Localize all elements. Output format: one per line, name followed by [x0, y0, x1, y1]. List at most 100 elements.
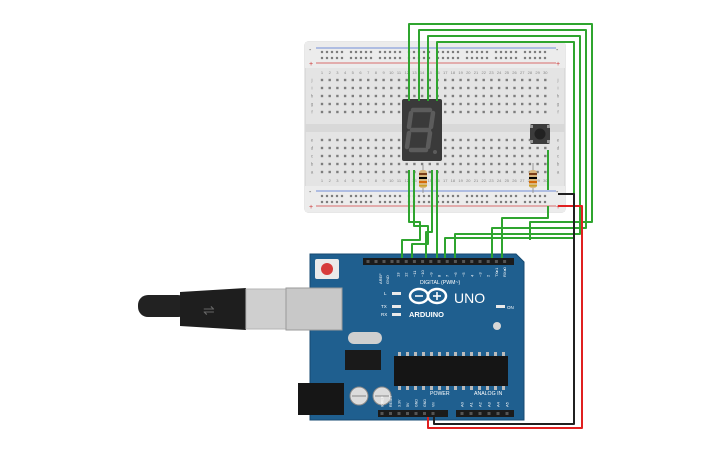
breadboard-hole[interactable]	[359, 146, 362, 150]
breadboard-hole[interactable]	[374, 78, 378, 82]
breadboard-hole[interactable]	[459, 102, 462, 106]
breadboard-hole[interactable]	[444, 154, 447, 158]
analog-pin-socket[interactable]	[487, 412, 491, 415]
rail-hole[interactable]	[422, 194, 426, 198]
breadboard-hole[interactable]	[521, 162, 524, 166]
breadboard-hole[interactable]	[451, 86, 455, 90]
rail-hole[interactable]	[383, 200, 387, 204]
rail-hole[interactable]	[441, 200, 445, 204]
rail-hole[interactable]	[393, 56, 397, 60]
breadboard-hole[interactable]	[497, 138, 501, 142]
breadboard-hole[interactable]	[497, 170, 501, 174]
breadboard-hole[interactable]	[413, 162, 416, 166]
breadboard-hole[interactable]	[459, 86, 462, 90]
wire-green[interactable]	[411, 170, 429, 258]
rail-hole[interactable]	[398, 194, 402, 198]
breadboard-hole[interactable]	[505, 146, 508, 150]
rail-hole[interactable]	[335, 50, 339, 54]
breadboard-hole[interactable]	[382, 138, 385, 142]
breadboard-hole[interactable]	[351, 110, 354, 114]
rail-hole[interactable]	[451, 50, 455, 54]
breadboard-hole[interactable]	[405, 94, 408, 98]
breadboard-hole[interactable]	[351, 146, 354, 150]
rail-hole[interactable]	[349, 50, 353, 54]
rail-hole[interactable]	[528, 200, 532, 204]
breadboard-hole[interactable]	[320, 110, 324, 114]
breadboard-hole[interactable]	[320, 162, 324, 166]
rail-hole[interactable]	[514, 194, 518, 198]
rail-hole[interactable]	[465, 56, 469, 60]
breadboard-hole[interactable]	[343, 154, 347, 158]
breadboard-hole[interactable]	[328, 94, 331, 98]
breadboard-hole[interactable]	[505, 170, 508, 174]
breadboard-hole[interactable]	[490, 102, 493, 106]
breadboard-hole[interactable]	[505, 162, 508, 166]
breadboard-hole[interactable]	[390, 146, 393, 150]
rail-hole[interactable]	[533, 50, 537, 54]
breadboard-hole[interactable]	[482, 78, 485, 82]
breadboard-hole[interactable]	[351, 170, 354, 174]
breadboard-hole[interactable]	[336, 94, 339, 98]
breadboard-hole[interactable]	[444, 170, 447, 174]
rail-hole[interactable]	[480, 50, 484, 54]
rail-hole[interactable]	[533, 194, 537, 198]
breadboard-hole[interactable]	[544, 146, 547, 150]
power-pin-socket[interactable]	[389, 412, 392, 415]
rail-hole[interactable]	[528, 56, 532, 60]
breadboard-hole[interactable]	[343, 78, 347, 82]
breadboard-hole[interactable]	[320, 146, 324, 150]
breadboard-hole[interactable]	[336, 110, 339, 114]
breadboard-hole[interactable]	[343, 94, 347, 98]
seven-segment-display[interactable]: 8	[402, 99, 442, 168]
rail-hole[interactable]	[427, 200, 431, 204]
rail-hole[interactable]	[325, 56, 329, 60]
breadboard-hole[interactable]	[505, 138, 508, 142]
rail-hole[interactable]	[320, 194, 324, 198]
rail-hole[interactable]	[359, 194, 363, 198]
breadboard-hole[interactable]	[459, 170, 462, 174]
breadboard-hole[interactable]	[367, 138, 370, 142]
breadboard-hole[interactable]	[505, 102, 508, 106]
breadboard-hole[interactable]	[444, 78, 447, 82]
breadboard-hole[interactable]	[459, 154, 462, 158]
breadboard-hole[interactable]	[390, 102, 393, 106]
rail-hole[interactable]	[475, 194, 479, 198]
breadboard-hole[interactable]	[505, 78, 508, 82]
breadboard-hole[interactable]	[359, 154, 362, 158]
wire-black[interactable]	[433, 193, 575, 425]
digital-pin-socket[interactable]	[429, 260, 433, 263]
breadboard-hole[interactable]	[467, 138, 470, 142]
breadboard-hole[interactable]	[513, 86, 516, 90]
breadboard-hole[interactable]	[367, 162, 370, 166]
breadboard-hole[interactable]	[497, 102, 501, 106]
rail-hole[interactable]	[451, 194, 455, 198]
breadboard-hole[interactable]	[536, 146, 539, 150]
breadboard-hole[interactable]	[497, 86, 501, 90]
rail-hole[interactable]	[446, 50, 450, 54]
digital-pin-socket[interactable]	[494, 260, 498, 263]
breadboard-hole[interactable]	[536, 86, 539, 90]
breadboard-hole[interactable]	[374, 86, 378, 90]
rail-hole[interactable]	[504, 200, 508, 204]
breadboard-hole[interactable]	[390, 170, 393, 174]
rail-hole[interactable]	[441, 56, 445, 60]
power-pin-socket[interactable]	[431, 412, 435, 415]
rail-hole[interactable]	[335, 194, 339, 198]
rail-hole[interactable]	[499, 50, 503, 54]
breadboard-hole[interactable]	[367, 170, 370, 174]
breadboard-hole[interactable]	[374, 154, 378, 158]
rail-hole[interactable]	[523, 194, 527, 198]
rail-hole[interactable]	[335, 200, 339, 204]
rail-hole[interactable]	[470, 194, 474, 198]
breadboard-hole[interactable]	[343, 170, 347, 174]
breadboard-hole[interactable]	[359, 110, 362, 114]
breadboard-hole[interactable]	[328, 102, 331, 106]
rail-hole[interactable]	[509, 194, 513, 198]
rail-hole[interactable]	[393, 200, 397, 204]
breadboard-hole[interactable]	[467, 146, 470, 150]
rail-hole[interactable]	[320, 200, 324, 204]
digital-pin-socket[interactable]	[412, 260, 416, 263]
rail-hole[interactable]	[538, 50, 542, 54]
breadboard-hole[interactable]	[490, 138, 493, 142]
breadboard-hole[interactable]	[444, 102, 447, 106]
